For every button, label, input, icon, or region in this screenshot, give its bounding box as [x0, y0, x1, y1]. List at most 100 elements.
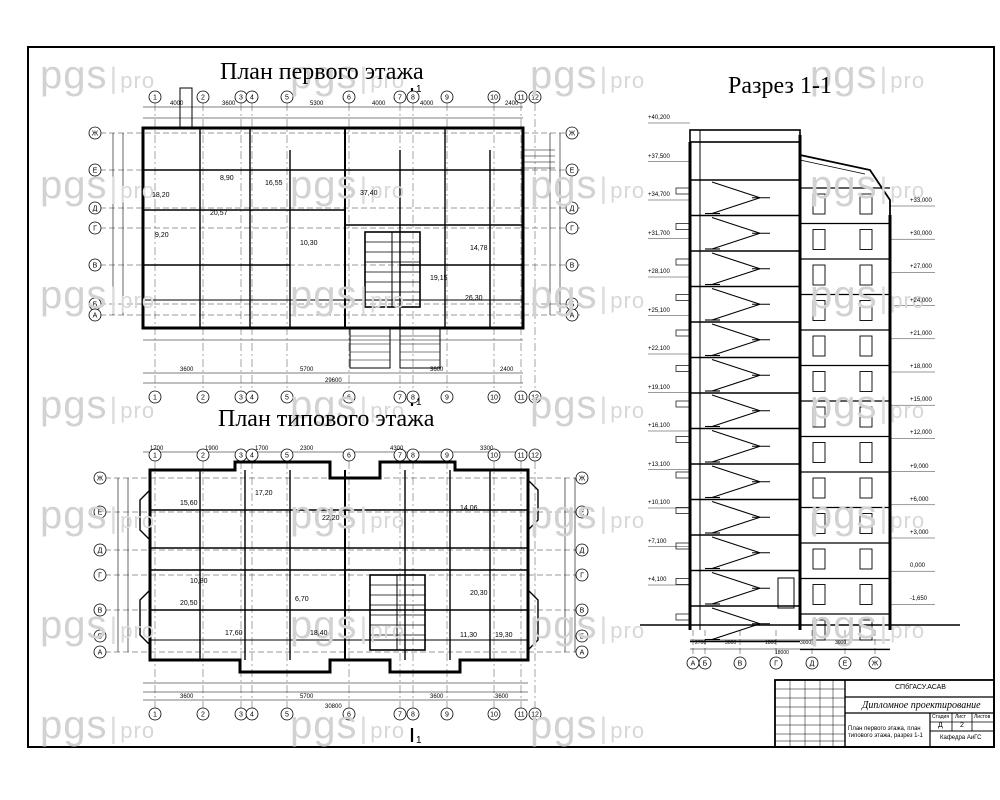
section-axis-bubble	[805, 656, 819, 670]
axis-bubble-top-label: 5	[285, 95, 289, 102]
level-mark-right: +24,000	[910, 297, 932, 304]
axis-bubble-top	[245, 90, 259, 104]
sheet-frame	[27, 46, 995, 748]
level-mark-left: +31,700	[648, 230, 670, 237]
axis-bubble-top-label: 11	[517, 95, 524, 102]
axis-bubble-top	[393, 448, 407, 462]
section-dim-label: 1800	[765, 640, 777, 646]
section-axis-bubble	[698, 656, 712, 670]
axis-bubble-top	[393, 90, 407, 104]
room-area-label: 11,30	[460, 632, 477, 639]
room-area-label: 14,06	[460, 505, 478, 512]
section-axis-bubble-label: Ж	[872, 661, 879, 668]
level-mark-left: +10,100	[648, 500, 670, 506]
level-mark-left: +13,100	[648, 461, 670, 468]
axis-bubble-top-label: 12	[531, 453, 539, 460]
level-mark-left: +37,500	[648, 153, 670, 160]
axis-bubble-right	[575, 505, 589, 519]
dim-label: 4300	[390, 446, 404, 452]
dim-label: 3600	[222, 101, 236, 107]
axis-bubble-top	[280, 90, 294, 104]
axis-bubble-right	[565, 201, 579, 215]
stamp-dept: Кафедра АиГС	[940, 735, 982, 741]
axis-bubble-right	[565, 163, 579, 177]
section-1-1	[640, 129, 960, 660]
level-mark-left: +19,100	[648, 384, 670, 391]
axis-bubble-top	[487, 448, 501, 462]
axis-bubble-left	[88, 126, 102, 140]
axis-bubble-bottom	[487, 707, 501, 721]
axis-bubble-right-label: Г	[580, 573, 584, 580]
axis-bubble-bottom	[342, 707, 356, 721]
axis-bubble-top-label: 4	[250, 453, 254, 460]
dim-label: 3600	[180, 694, 194, 700]
axis-bubble-right-label: Д	[580, 548, 585, 555]
section-axis-bubble-label: Б	[703, 661, 708, 668]
axis-bubble-top	[440, 90, 454, 104]
axis-bubble-left-label: Е	[93, 168, 98, 175]
axis-bubble-bottom-label: 6	[347, 395, 351, 402]
room-area-label: 10,30	[300, 240, 318, 247]
axis-bubble-top-label: 8	[411, 95, 415, 102]
axis-bubble-bottom	[406, 390, 420, 404]
axis-bubble-right-label: В	[570, 263, 575, 270]
level-mark-left: +25,100	[648, 307, 670, 314]
section-axis-bubble-label: А	[691, 661, 696, 668]
axis-bubble-top-label: 8	[411, 453, 415, 460]
axis-bubble-top-label: 4	[250, 95, 254, 102]
overall-dim-label: 29600	[325, 378, 342, 384]
axis-bubble-top-label: 6	[347, 95, 351, 102]
axis-bubble-left	[88, 163, 102, 177]
axis-bubble-bottom	[528, 707, 542, 721]
level-mark-right: 0,000	[910, 563, 926, 570]
axis-bubble-bottom	[393, 707, 407, 721]
dim-label: 3600	[430, 367, 444, 373]
axis-bubble-bottom-label: 7	[398, 712, 402, 719]
axis-bubble-top-label: 9	[445, 453, 449, 460]
room-area-label: 8,90	[220, 175, 234, 182]
axis-bubble-bottom	[196, 707, 210, 721]
room-area-label: 22,20	[322, 515, 340, 522]
axis-bubble-left	[88, 201, 102, 215]
axis-bubble-right	[575, 645, 589, 659]
axis-bubble-top-label: 3	[239, 453, 243, 460]
level-mark-left: +4,100	[648, 577, 667, 583]
axis-bubble-right	[565, 221, 579, 235]
level-mark-right: +9,000	[910, 463, 929, 470]
axis-bubble-bottom-label: 2	[201, 395, 205, 402]
stamp-project: Дипломное проектирование	[862, 700, 981, 711]
axis-bubble-right	[575, 629, 589, 643]
axis-bubble-top	[440, 448, 454, 462]
axis-bubble-right	[575, 543, 589, 557]
section-axis-bubble	[733, 656, 747, 670]
level-mark-right: +12,000	[910, 430, 932, 437]
axis-bubble-top-label: 12	[531, 95, 539, 102]
dim-label: 1700	[150, 446, 164, 452]
axis-bubble-left	[93, 568, 107, 582]
axis-bubble-left	[93, 629, 107, 643]
axis-bubble-top-label: 2	[201, 453, 205, 460]
title-block	[774, 679, 995, 748]
room-area-label: 19,15	[430, 275, 448, 282]
level-mark-left: +7,100	[648, 538, 667, 545]
axis-bubble-top	[148, 448, 162, 462]
room-area-label: 26,30	[465, 295, 483, 302]
level-mark-right: +21,000	[910, 330, 932, 337]
axis-bubble-top	[280, 448, 294, 462]
level-mark-right: +30,000	[910, 231, 932, 238]
level-mark-left: +22,100	[648, 346, 670, 352]
level-mark-right: +33,000	[910, 198, 932, 204]
axis-bubble-bottom-label: 12	[531, 395, 539, 402]
axis-bubble-left-label: В	[98, 608, 103, 615]
axis-bubble-left	[93, 471, 107, 485]
room-area-label: 18,20	[152, 192, 170, 199]
axis-bubble-bottom-label: 5	[285, 395, 289, 402]
axis-bubble-left	[93, 603, 107, 617]
axis-bubble-bottom-label: 3	[239, 712, 243, 719]
axis-bubble-top	[528, 90, 542, 104]
axis-bubble-bottom-label: 8	[411, 712, 415, 719]
axis-bubble-bottom-label: 11	[517, 395, 524, 402]
stamp-sheet-no: 2	[960, 722, 964, 729]
room-area-label: 17,20	[255, 490, 273, 497]
axis-bubble-right-label: Б	[580, 634, 585, 641]
